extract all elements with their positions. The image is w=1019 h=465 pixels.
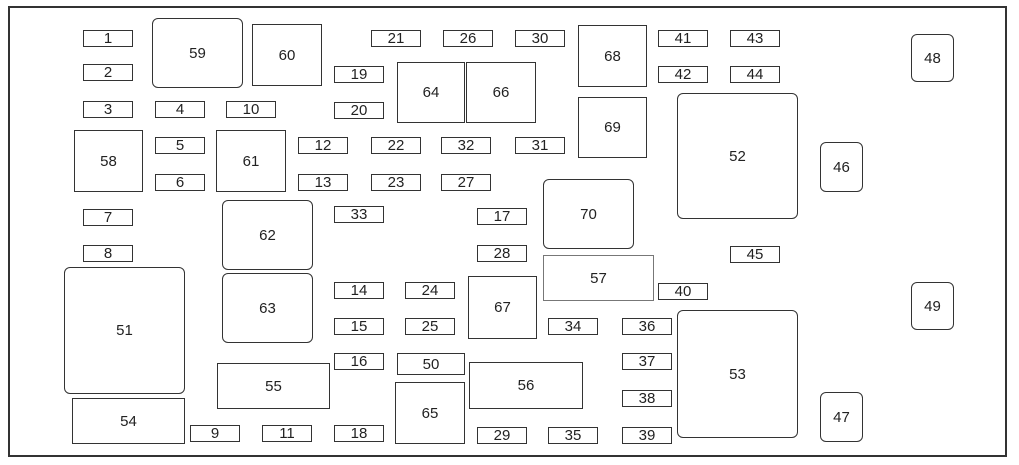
relay-54: 54 [72,398,185,444]
fuse-37: 37 [622,353,672,370]
relay-62: 62 [222,200,313,270]
relay-64: 64 [397,62,465,123]
relay-63: 63 [222,273,313,343]
fuse-7: 7 [83,209,133,226]
fuse-25: 25 [405,318,455,335]
fuse-27: 27 [441,174,491,191]
relay-60: 60 [252,24,322,86]
fuse-8: 8 [83,245,133,262]
fuse-50: 50 [397,353,465,375]
relay-55: 55 [217,363,330,409]
fuse-31: 31 [515,137,565,154]
fuse-14: 14 [334,282,384,299]
fuse-36: 36 [622,318,672,335]
fuse-39: 39 [622,427,672,444]
fuse-11: 11 [262,425,312,442]
fuse-42: 42 [658,66,708,83]
fuse-5: 5 [155,137,205,154]
fuse-33: 33 [334,206,384,223]
fuse-29: 29 [477,427,527,444]
fuse-4: 4 [155,101,205,118]
connector-48: 48 [911,34,954,82]
relay-68: 68 [578,25,647,87]
fuse-1: 1 [83,30,133,47]
fuse-6: 6 [155,174,205,191]
relay-52: 52 [677,93,798,219]
fuse-28: 28 [477,245,527,262]
fuse-13: 13 [298,174,348,191]
fuse-15: 15 [334,318,384,335]
fuse-20: 20 [334,102,384,119]
fuse-3: 3 [83,101,133,118]
connector-47: 47 [820,392,863,442]
relay-61: 61 [216,130,286,192]
fuse-24: 24 [405,282,455,299]
relay-53: 53 [677,310,798,438]
relay-58: 58 [74,130,143,192]
fuse-26: 26 [443,30,493,47]
fuse-18: 18 [334,425,384,442]
relay-57: 57 [543,255,654,301]
fuse-45: 45 [730,246,780,263]
fuse-21: 21 [371,30,421,47]
fuse-44: 44 [730,66,780,83]
relay-70: 70 [543,179,634,249]
fuse-19: 19 [334,66,384,83]
fuse-30: 30 [515,30,565,47]
fuse-32: 32 [441,137,491,154]
fuse-16: 16 [334,353,384,370]
relay-51: 51 [64,267,185,394]
fuse-22: 22 [371,137,421,154]
relay-65: 65 [395,382,465,444]
fuse-2: 2 [83,64,133,81]
connector-46: 46 [820,142,863,192]
relay-56: 56 [469,362,583,409]
fuse-17: 17 [477,208,527,225]
fuse-35: 35 [548,427,598,444]
relay-66: 66 [466,62,536,123]
relay-69: 69 [578,97,647,158]
fuse-10: 10 [226,101,276,118]
fuse-23: 23 [371,174,421,191]
fuse-38: 38 [622,390,672,407]
relay-59: 59 [152,18,243,88]
fuse-9: 9 [190,425,240,442]
relay-67: 67 [468,276,537,339]
connector-49: 49 [911,282,954,330]
fuse-43: 43 [730,30,780,47]
fuse-12: 12 [298,137,348,154]
fuse-34: 34 [548,318,598,335]
fuse-40: 40 [658,283,708,300]
fuse-41: 41 [658,30,708,47]
